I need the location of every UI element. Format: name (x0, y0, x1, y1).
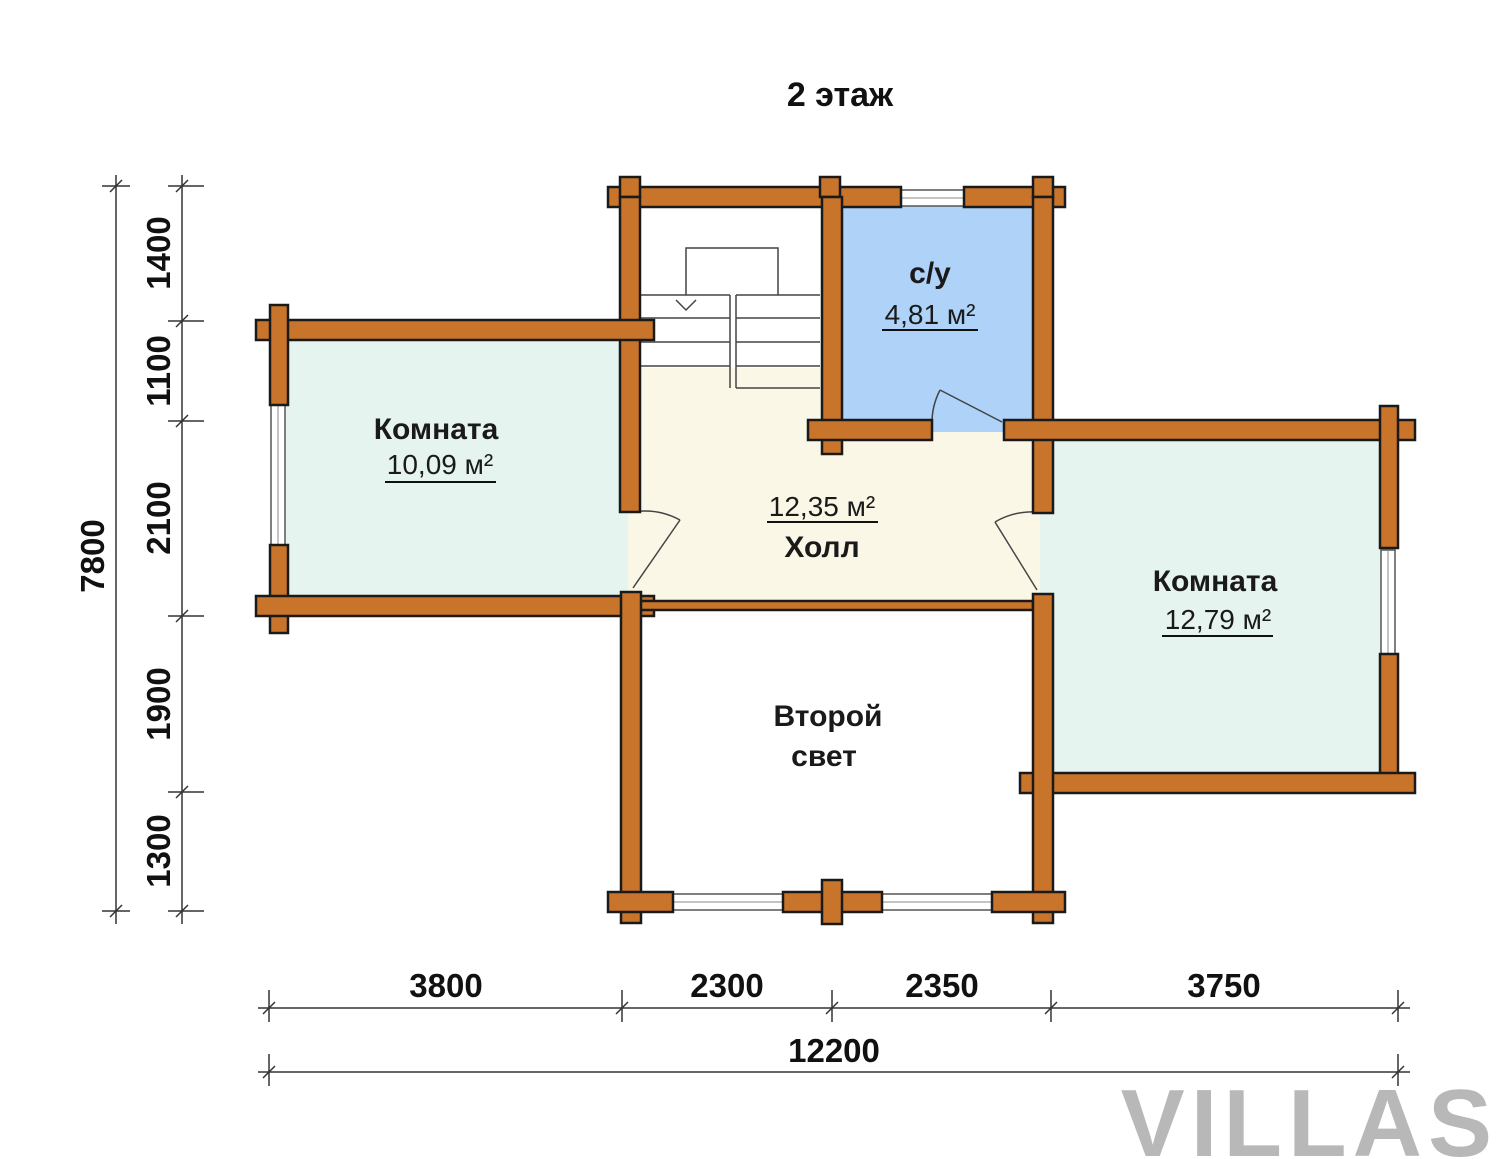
bathroom-fill (838, 206, 1034, 432)
room-right-fill (1040, 438, 1383, 773)
dim-height-4: 1900 (140, 667, 177, 740)
dim-total-height: 7800 (74, 519, 111, 592)
dim-width-2: 2300 (690, 967, 763, 1004)
horizontal-dimensions (258, 990, 1410, 1086)
dim-height-1: 1400 (140, 216, 177, 289)
dim-width-1: 3800 (409, 967, 482, 1004)
window-bottom-left (672, 893, 784, 911)
room-left-fill (285, 337, 630, 599)
window-top-bathroom (899, 189, 966, 207)
room-left-area: 10,09 м² (387, 449, 493, 480)
dim-width-4: 3750 (1187, 967, 1260, 1004)
dim-height-5: 1300 (140, 814, 177, 887)
villas-logo: VILLAS (1121, 1070, 1498, 1159)
dim-height-3: 2100 (140, 481, 177, 554)
window-right (1380, 549, 1396, 656)
staircase (640, 247, 820, 389)
second-light-line2: свет (791, 740, 857, 773)
window-left (270, 404, 286, 546)
walls (254, 175, 1417, 926)
room-right-name: Комната (1153, 565, 1278, 598)
window-bottom-right (881, 893, 993, 911)
floor-title: 2 этаж (787, 76, 894, 114)
dim-height-2: 1100 (140, 335, 177, 407)
vertical-dimensions (102, 175, 204, 924)
room-right-area: 12,79 м² (1165, 604, 1271, 635)
second-light-line1: Второй (774, 700, 883, 733)
dim-width-3: 2350 (905, 967, 978, 1004)
room-left-name: Комната (374, 413, 499, 446)
hall-name: Холл (784, 531, 859, 564)
bathroom-area: 4,81 м² (885, 299, 976, 330)
bathroom-name: с/у (909, 257, 951, 290)
hall-area: 12,35 м² (769, 491, 875, 522)
dim-total-width: 12200 (788, 1032, 880, 1069)
